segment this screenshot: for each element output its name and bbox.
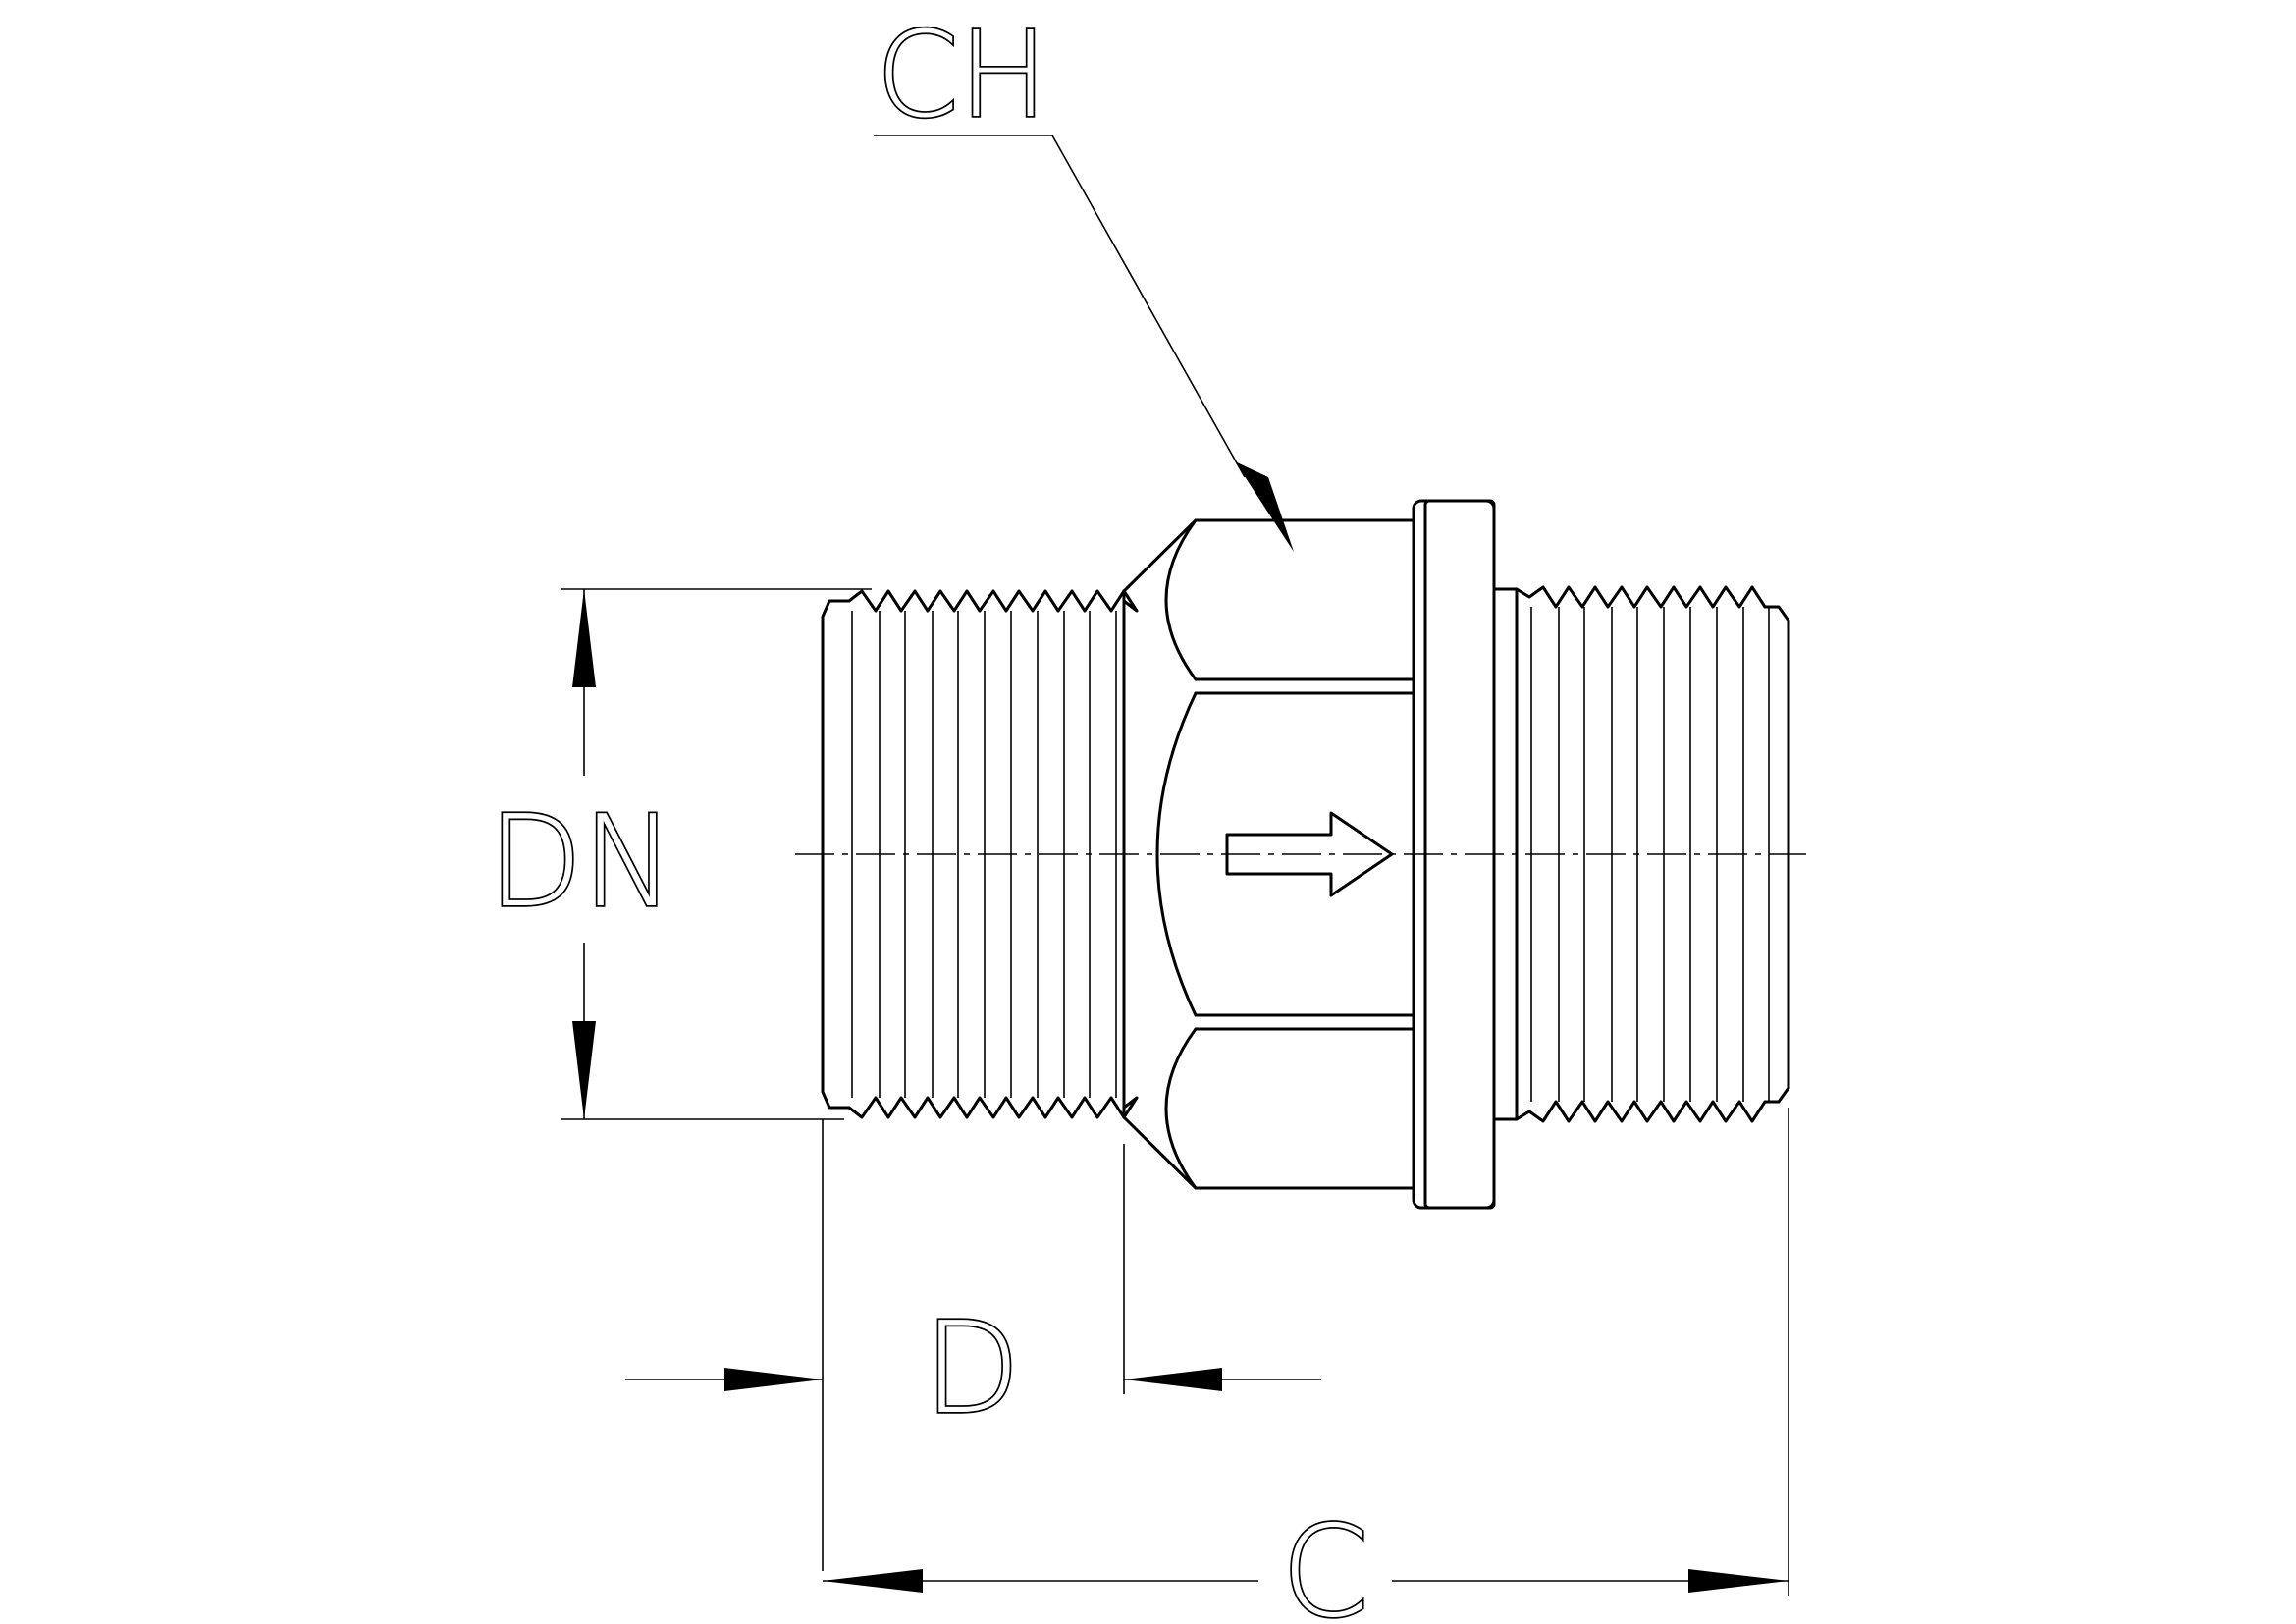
hex-face-curve-top: [1164, 518, 1198, 681]
c-dimension: [823, 1108, 1789, 1596]
d-arrow-left: [724, 1368, 823, 1391]
left-thread-bottom-crests: [847, 1096, 1139, 1119]
d-dimension: [625, 1119, 1321, 1571]
hex-face-curve-bottom: [1164, 1027, 1198, 1190]
right-thread-bottom-crests: [1515, 1086, 1790, 1123]
c-label: C: [1281, 1499, 1368, 1624]
dn-dimension: [561, 588, 872, 1120]
ch-arrowhead: [1235, 461, 1294, 552]
dn-arrow-bottom: [572, 1021, 596, 1119]
c-arrow-left: [823, 1569, 923, 1593]
right-thread-top-crests: [1515, 585, 1790, 623]
left-thread-top-crests: [847, 589, 1139, 613]
d-arrow-right: [1124, 1368, 1222, 1391]
dn-arrow-top: [572, 589, 596, 687]
d-label: D: [924, 1296, 1021, 1442]
ch-label: CH: [877, 8, 1048, 144]
ch-leader: [874, 135, 1294, 552]
right-arrow-icon: [1225, 811, 1394, 897]
dn-label: DN: [488, 789, 674, 936]
c-arrow-right: [1688, 1569, 1789, 1593]
hex-face-curve-middle: [1155, 691, 1198, 1017]
